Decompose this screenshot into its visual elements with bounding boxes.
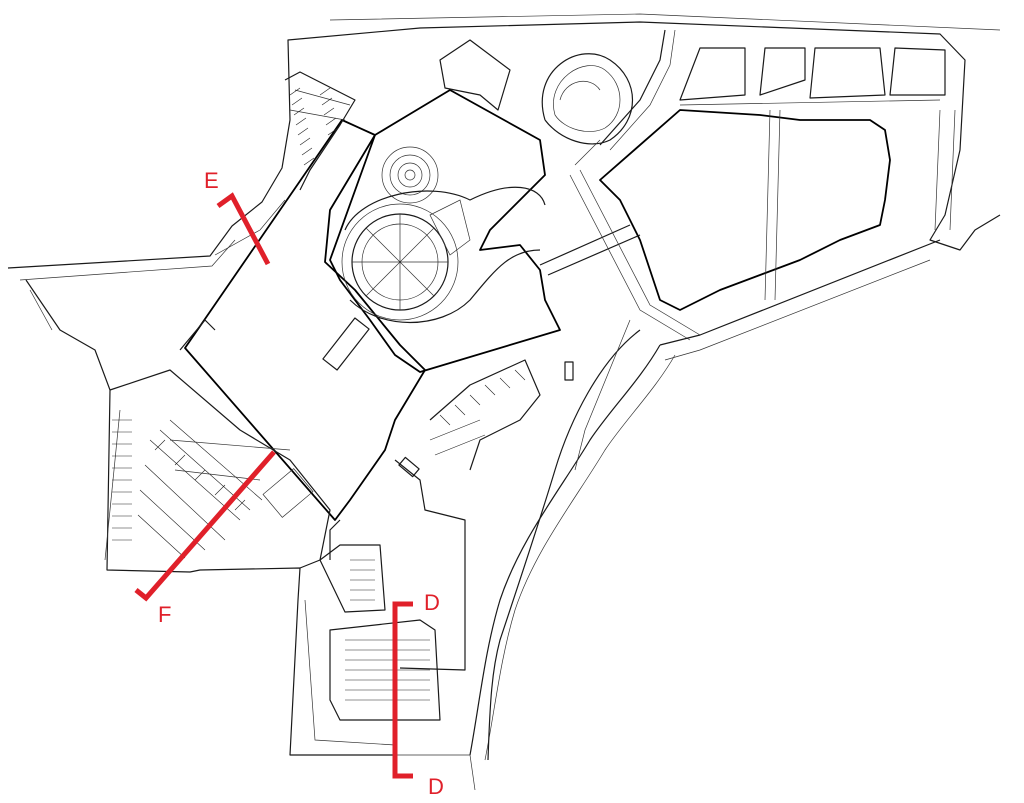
parking-lot-northwest xyxy=(214,71,356,256)
parking-lot-central xyxy=(394,359,574,671)
section-cut-d: D D xyxy=(392,590,444,799)
parking-lot-southwest xyxy=(104,369,331,569)
site-boundary xyxy=(7,13,1001,756)
right-building xyxy=(599,47,956,311)
section-cut-e: E xyxy=(204,168,271,266)
section-cut-f: F xyxy=(134,450,276,627)
section-cut-d-top-label: D xyxy=(424,590,440,615)
ramp-loop xyxy=(541,29,676,166)
section-cut-f-label: F xyxy=(158,602,171,627)
connector-bridge xyxy=(539,169,941,361)
perimeter-road xyxy=(395,319,676,791)
parking-lot-south xyxy=(304,544,441,746)
section-cut-e-label: E xyxy=(204,168,219,193)
section-cut-d-bottom-label: D xyxy=(428,774,444,799)
central-building xyxy=(329,39,561,373)
